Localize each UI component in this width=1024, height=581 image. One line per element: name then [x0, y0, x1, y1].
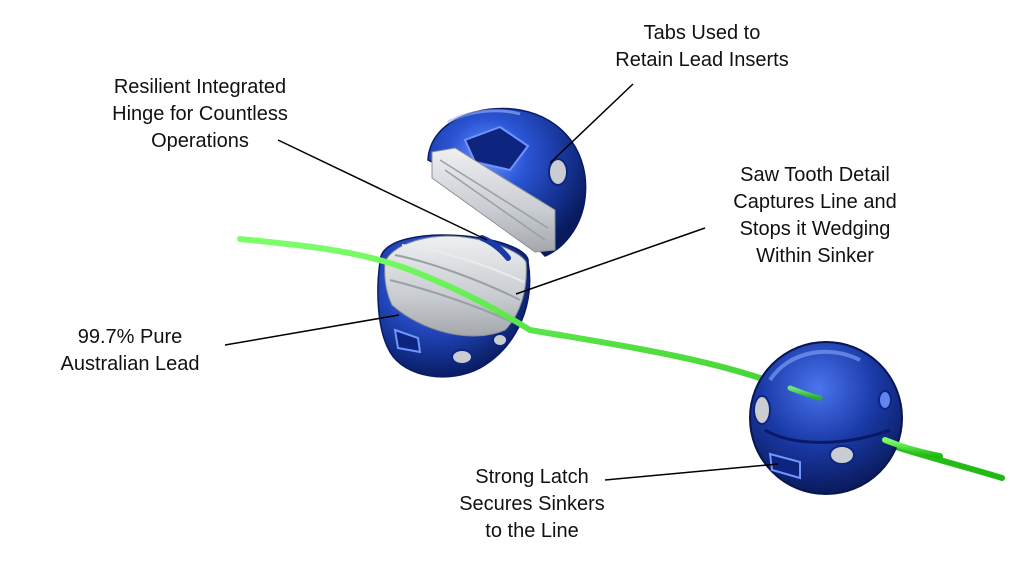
callout-saw-tooth: Saw Tooth Detail Captures Line and Stops… [715, 162, 915, 270]
callout-saw-tooth-line-3: Stops it Wedging [739, 218, 891, 240]
callout-saw-tooth-line-4: Within Sinker [756, 245, 874, 267]
sinker-open-icon [427, 107, 587, 257]
leader-hinge [277, 139, 488, 241]
callout-latch-line-2: Secures Sinkers [459, 493, 605, 515]
callout-hinge: Resilient Integrated Hinge for Countless… [95, 74, 305, 155]
callout-lead-line-2: Australian Lead [60, 353, 200, 375]
callout-tabs: Tabs Used to Retain Lead Inserts [602, 20, 802, 74]
leader-tabs [549, 83, 634, 164]
leader-saw-tooth [515, 227, 706, 295]
leader-lines [224, 83, 779, 481]
callout-latch-line-1: Strong Latch [475, 466, 589, 488]
callout-tabs-line-1: Tabs Used to [643, 22, 761, 44]
upper-lead-insert [431, 147, 556, 253]
callout-saw-tooth-line-2: Captures Line and [733, 191, 897, 213]
sinker-closed-icon [749, 341, 943, 495]
callout-latch: Strong Latch Secures Sinkers to the Line [447, 464, 617, 545]
callout-saw-tooth-line-1: Saw Tooth Detail [740, 164, 890, 186]
callout-hinge-line-2: Hinge for Countless [112, 103, 288, 125]
leader-lead [224, 314, 400, 346]
lower-lead-insert [384, 235, 527, 337]
callout-latch-line-3: to the Line [485, 520, 579, 542]
callout-tabs-line-2: Retain Lead Inserts [615, 49, 789, 71]
callout-lead: 99.7% Pure Australian Lead [45, 324, 215, 378]
callout-lead-line-1: 99.7% Pure [77, 326, 183, 348]
leader-latch [604, 463, 779, 481]
callout-hinge-line-1: Resilient Integrated [113, 76, 287, 98]
callout-hinge-line-3: Operations [151, 130, 249, 152]
